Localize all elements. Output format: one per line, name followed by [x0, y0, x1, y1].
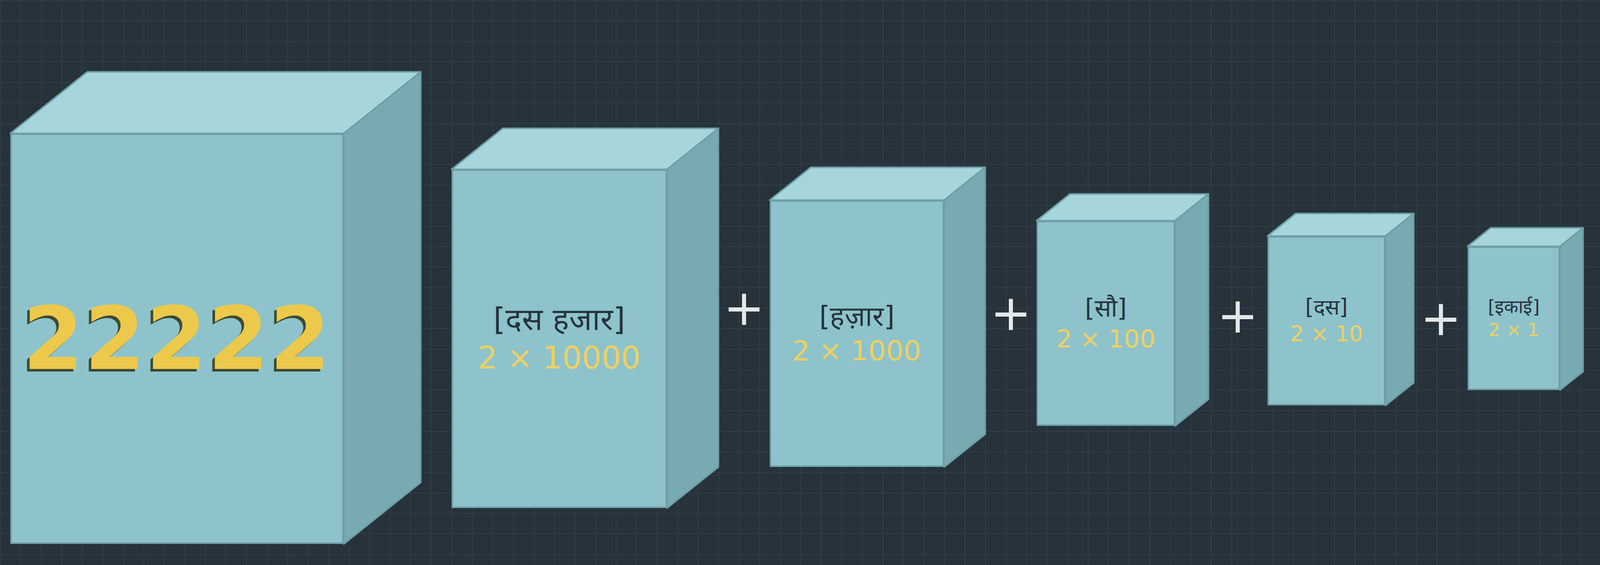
- place-name: [दस हजार]: [493, 300, 626, 339]
- block-side-face: [1385, 213, 1414, 406]
- place-value-block: [सौ]2 × 100: [1036, 220, 1176, 426]
- place-value-block: [दस]2 × 10: [1267, 236, 1386, 406]
- block-side-face: [343, 71, 421, 544]
- place-value-expression: 2 × 10000: [477, 338, 641, 378]
- place-value-block: [दस हजार]2 × 10000: [451, 169, 668, 509]
- place-value-expression: 2 × 100: [1056, 323, 1156, 355]
- plus-sign: +: [990, 288, 1032, 338]
- block-side-face: [667, 128, 719, 509]
- plus-sign: +: [723, 283, 765, 333]
- plus-sign: +: [1420, 293, 1462, 343]
- place-value-block: [हज़ार]2 × 1000: [769, 200, 945, 467]
- place-name: [दस]: [1305, 294, 1349, 322]
- plus-sign: +: [1217, 290, 1259, 341]
- number-text: 22222: [22, 284, 331, 394]
- place-value-expression: 2 × 10: [1290, 320, 1363, 348]
- place-value-block: [इकाई]2 × 1: [1467, 246, 1560, 390]
- place-name: [हज़ार]: [818, 299, 895, 335]
- block-side-face: [1559, 227, 1584, 390]
- block-side-face: [1175, 193, 1209, 426]
- place-name: [सौ]: [1084, 292, 1127, 324]
- place-name: [इकाई]: [1487, 295, 1540, 319]
- place-value-expression: 2 × 1000: [792, 333, 922, 369]
- place-value-expression: 2 × 1: [1488, 318, 1540, 342]
- place-value-block: 22222: [10, 133, 344, 544]
- block-side-face: [944, 167, 986, 467]
